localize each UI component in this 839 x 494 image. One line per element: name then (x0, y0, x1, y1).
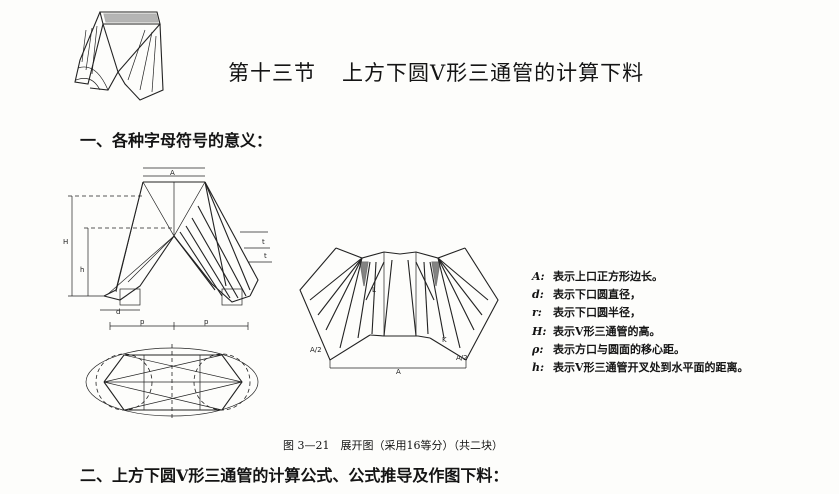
legend-item-rho: ρ:表示方口与圆面的移心距。 (532, 342, 685, 356)
page-title: 第十三节 上方下圆V形三通管的计算下料 (228, 57, 644, 87)
label-K: K (442, 336, 447, 344)
sketch-body (74, 11, 164, 101)
label-d: d (116, 308, 120, 316)
legend-item-d: d:表示下口圆直径， (532, 288, 641, 302)
label-half-a-right: A/2 (456, 354, 468, 362)
label-t2: t (264, 252, 267, 260)
figure-caption: 图 3—21 展开图（采用16等分）（共二块） (283, 439, 503, 452)
label-half-a-left: A/2 (310, 346, 322, 354)
heading-formulas: 二、上方下圆V形三通管的计算公式、公式推导及作图下料： (80, 466, 509, 485)
label-t1: t (262, 238, 265, 246)
label-h: h (80, 266, 84, 274)
label-A-dev: A (396, 368, 401, 376)
legend-item-r: r:表示下口圆半径， (532, 306, 641, 320)
symbol-legend: A:表示上口正方形边长。 d:表示下口圆直径， r:表示下口圆半径， H:表示V… (532, 268, 832, 377)
label-H: H (63, 238, 68, 246)
section-name: 上方下圆V形三通管的计算下料 (342, 61, 645, 85)
legend-item-A: A:表示上口正方形边长。 (532, 270, 663, 283)
legend-item-h: h:表示V形三通管开叉处到水平面的距离。 (532, 361, 749, 375)
label-L: L (372, 286, 376, 294)
label-p-left: p (140, 318, 145, 326)
label-p-right: p (204, 318, 209, 326)
legend-item-H: H:表示V形三通管的高。 (532, 324, 661, 338)
section-number: 第十三节 (228, 61, 316, 85)
label-A: A (170, 169, 175, 177)
heading-symbols: 一、各种字母符号的意义： (80, 131, 273, 150)
